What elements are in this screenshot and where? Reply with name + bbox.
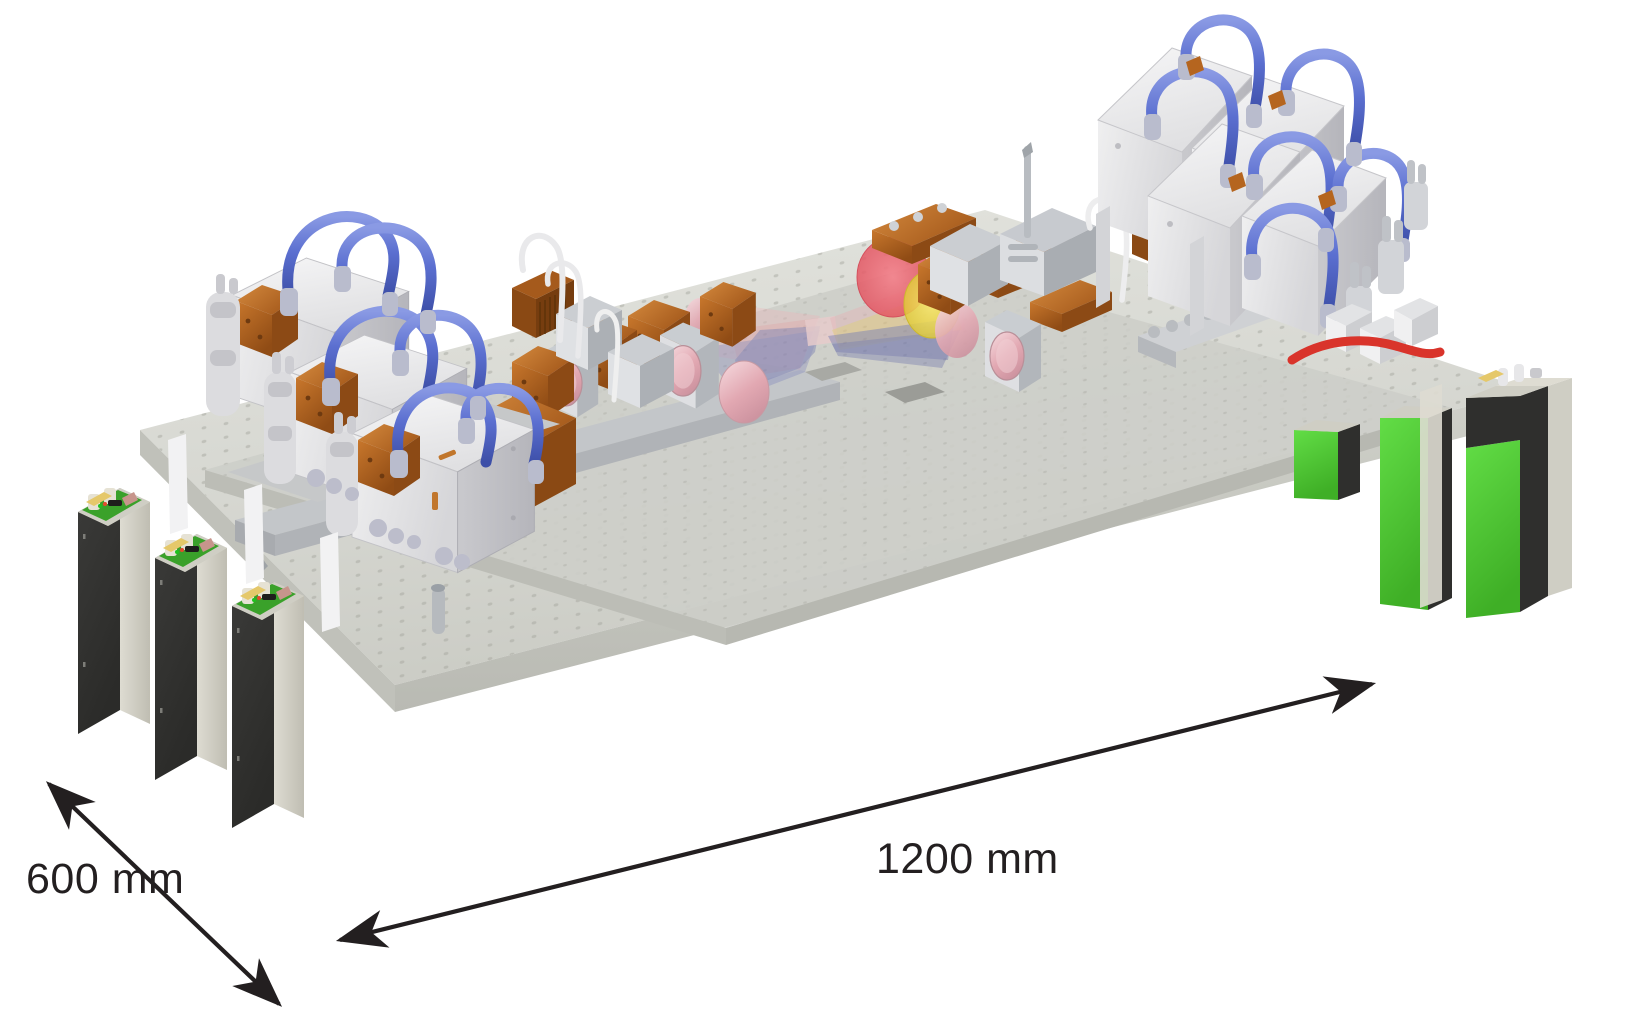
alignment-post <box>1024 146 1031 238</box>
dimension-label-depth: 600 mm <box>26 855 185 903</box>
cable-red-power <box>1287 336 1445 365</box>
lens-pink-left <box>718 360 770 424</box>
fiber-blue-l4 <box>394 309 487 406</box>
dimension-annotations <box>45 676 1377 1007</box>
right-laser-stack <box>1096 14 1445 365</box>
fiber-blue-r1 <box>1180 14 1265 120</box>
right-card-chassis <box>1548 378 1572 596</box>
fiber-blue-r3 <box>1280 48 1365 156</box>
beam-dump-b <box>805 362 862 381</box>
card-standoff-posts <box>168 434 340 632</box>
driver-card-right-3 <box>1466 386 1548 618</box>
driver-card-left-3 <box>232 582 304 828</box>
beam-dump-a <box>885 382 945 403</box>
adjuster-knobs-left <box>307 469 470 570</box>
right-card-connectors <box>1478 364 1542 386</box>
fiber-bundle-right <box>1146 14 1413 318</box>
fiber-white-left-1 <box>518 232 566 343</box>
fiber-blue-r4 <box>1248 131 1337 242</box>
dimension-arrow-600mm <box>45 781 283 1007</box>
fiber-blue-l1 <box>282 211 400 302</box>
fiber-blue-l2 <box>336 222 437 320</box>
driver-card-right-1 <box>1294 420 1360 500</box>
translation-stage-right-a <box>930 224 1008 306</box>
driver-card-left-1 <box>78 488 150 734</box>
fiber-white-left-2 <box>544 260 584 359</box>
copper-tabs-right <box>1186 56 1336 210</box>
laser-head-right-4 <box>1241 149 1387 336</box>
fiber-blue-r2 <box>1146 66 1239 178</box>
translation-stage-right-b <box>1000 208 1096 296</box>
left-driver-cards <box>78 434 340 828</box>
fiber-white-left-3 <box>594 309 621 403</box>
collimator-barrels <box>206 274 358 536</box>
driver-card-left-2 <box>155 534 227 780</box>
dimension-arrow-1200mm <box>335 676 1377 948</box>
right-driver-cards <box>1294 364 1572 618</box>
index-marks-left <box>432 449 456 510</box>
fiber-blue-r5 <box>1246 202 1339 318</box>
breadboard-left-edge <box>140 430 395 712</box>
lens-pink-right <box>935 302 979 358</box>
dimension-label-length: 1200 mm <box>876 835 1059 883</box>
fiber-connectors-left <box>280 266 544 484</box>
left-laser-stack <box>206 211 560 574</box>
right-support-plate <box>1420 384 1442 608</box>
module-divider-fins <box>1096 206 1204 336</box>
